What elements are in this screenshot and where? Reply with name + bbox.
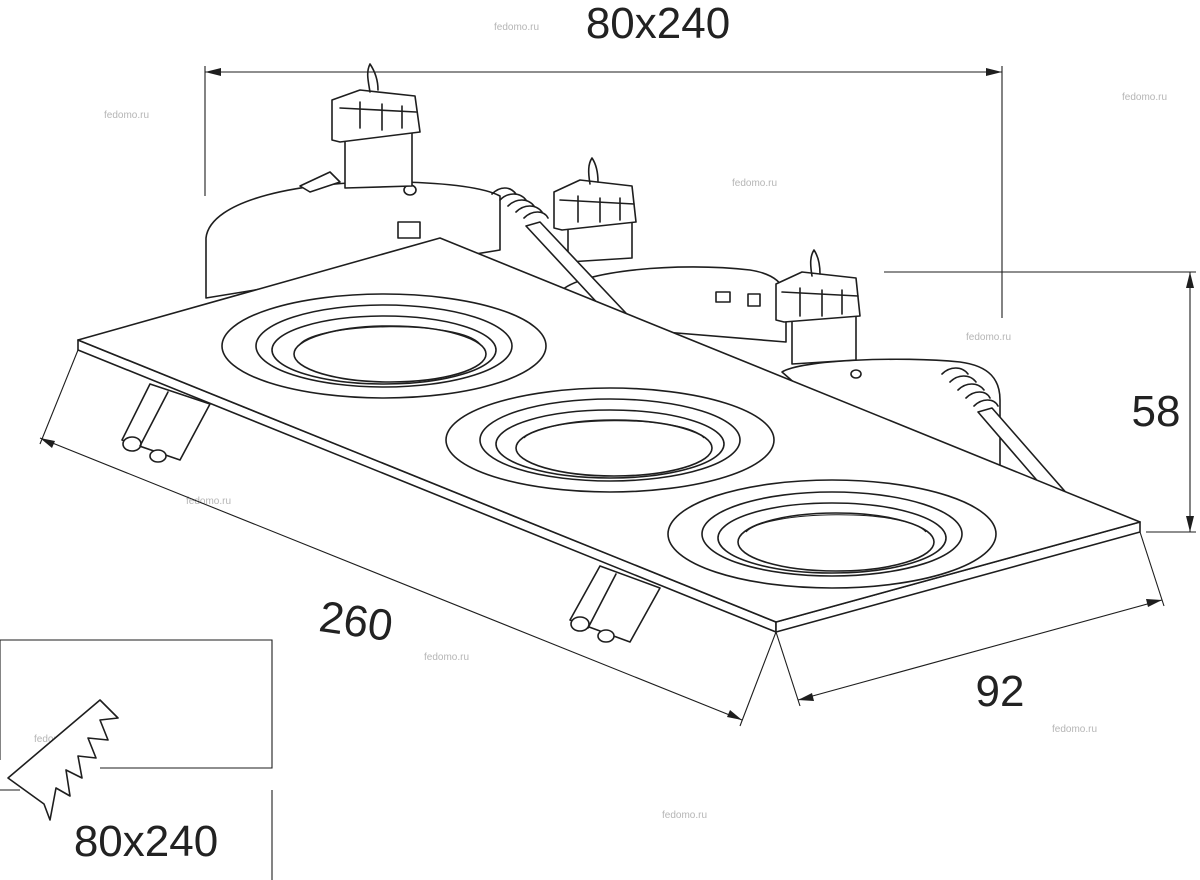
dimension-cutout: 80x240	[74, 817, 218, 866]
watermark: fedomo.ru	[1122, 92, 1167, 103]
rear-housings	[205, 63, 1001, 471]
dimension-labels: 80x240 58 260 92 80x240	[74, 0, 1181, 866]
dimension-length: 260	[316, 592, 396, 651]
watermark: fedomo.ru	[732, 178, 777, 189]
dimension-lines	[39, 66, 1196, 727]
dimension-height: 58	[1132, 387, 1181, 436]
lamp-ring	[667, 479, 997, 589]
cutout-diagram	[0, 639, 273, 880]
watermark: fedomo.ru	[966, 332, 1011, 343]
bolt	[121, 383, 211, 463]
watermark: fedomo.ru	[104, 110, 149, 121]
lamp-rings	[221, 293, 997, 589]
watermark: fedomo.ru	[186, 496, 231, 507]
front-plate	[77, 237, 1141, 633]
lamp-ring	[221, 293, 547, 399]
lamp-ring	[445, 387, 775, 493]
watermark: fedomo.ru	[494, 22, 539, 33]
watermark: fedomo.ru	[1052, 724, 1097, 735]
watermark: fedomo.ru	[662, 810, 707, 821]
watermark: fedomo.ru	[424, 652, 469, 663]
dimension-top-width: 80x240	[586, 0, 730, 48]
mounting-bolts	[121, 383, 661, 643]
dimension-depth: 92	[976, 667, 1025, 716]
bolt	[569, 565, 661, 643]
